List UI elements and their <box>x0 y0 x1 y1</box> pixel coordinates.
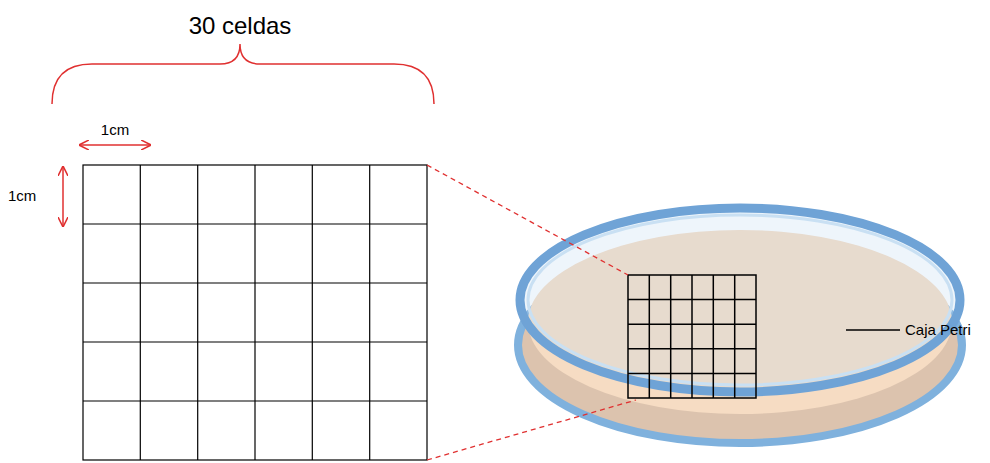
grid <box>83 165 427 460</box>
leader-line <box>846 329 900 331</box>
bracket <box>52 44 434 104</box>
dimension-label: 1cm <box>101 121 129 139</box>
dimension-arrow <box>80 144 150 146</box>
grid <box>628 275 756 398</box>
dimension-label: 30 celdas <box>189 12 292 41</box>
dimension-arrow <box>62 167 64 226</box>
zoom-line <box>427 165 628 275</box>
dimension-label: 1cm <box>8 187 36 205</box>
petri-dish <box>518 208 962 443</box>
zoom-line <box>427 400 636 460</box>
part-label: Caja Petri <box>905 321 971 339</box>
